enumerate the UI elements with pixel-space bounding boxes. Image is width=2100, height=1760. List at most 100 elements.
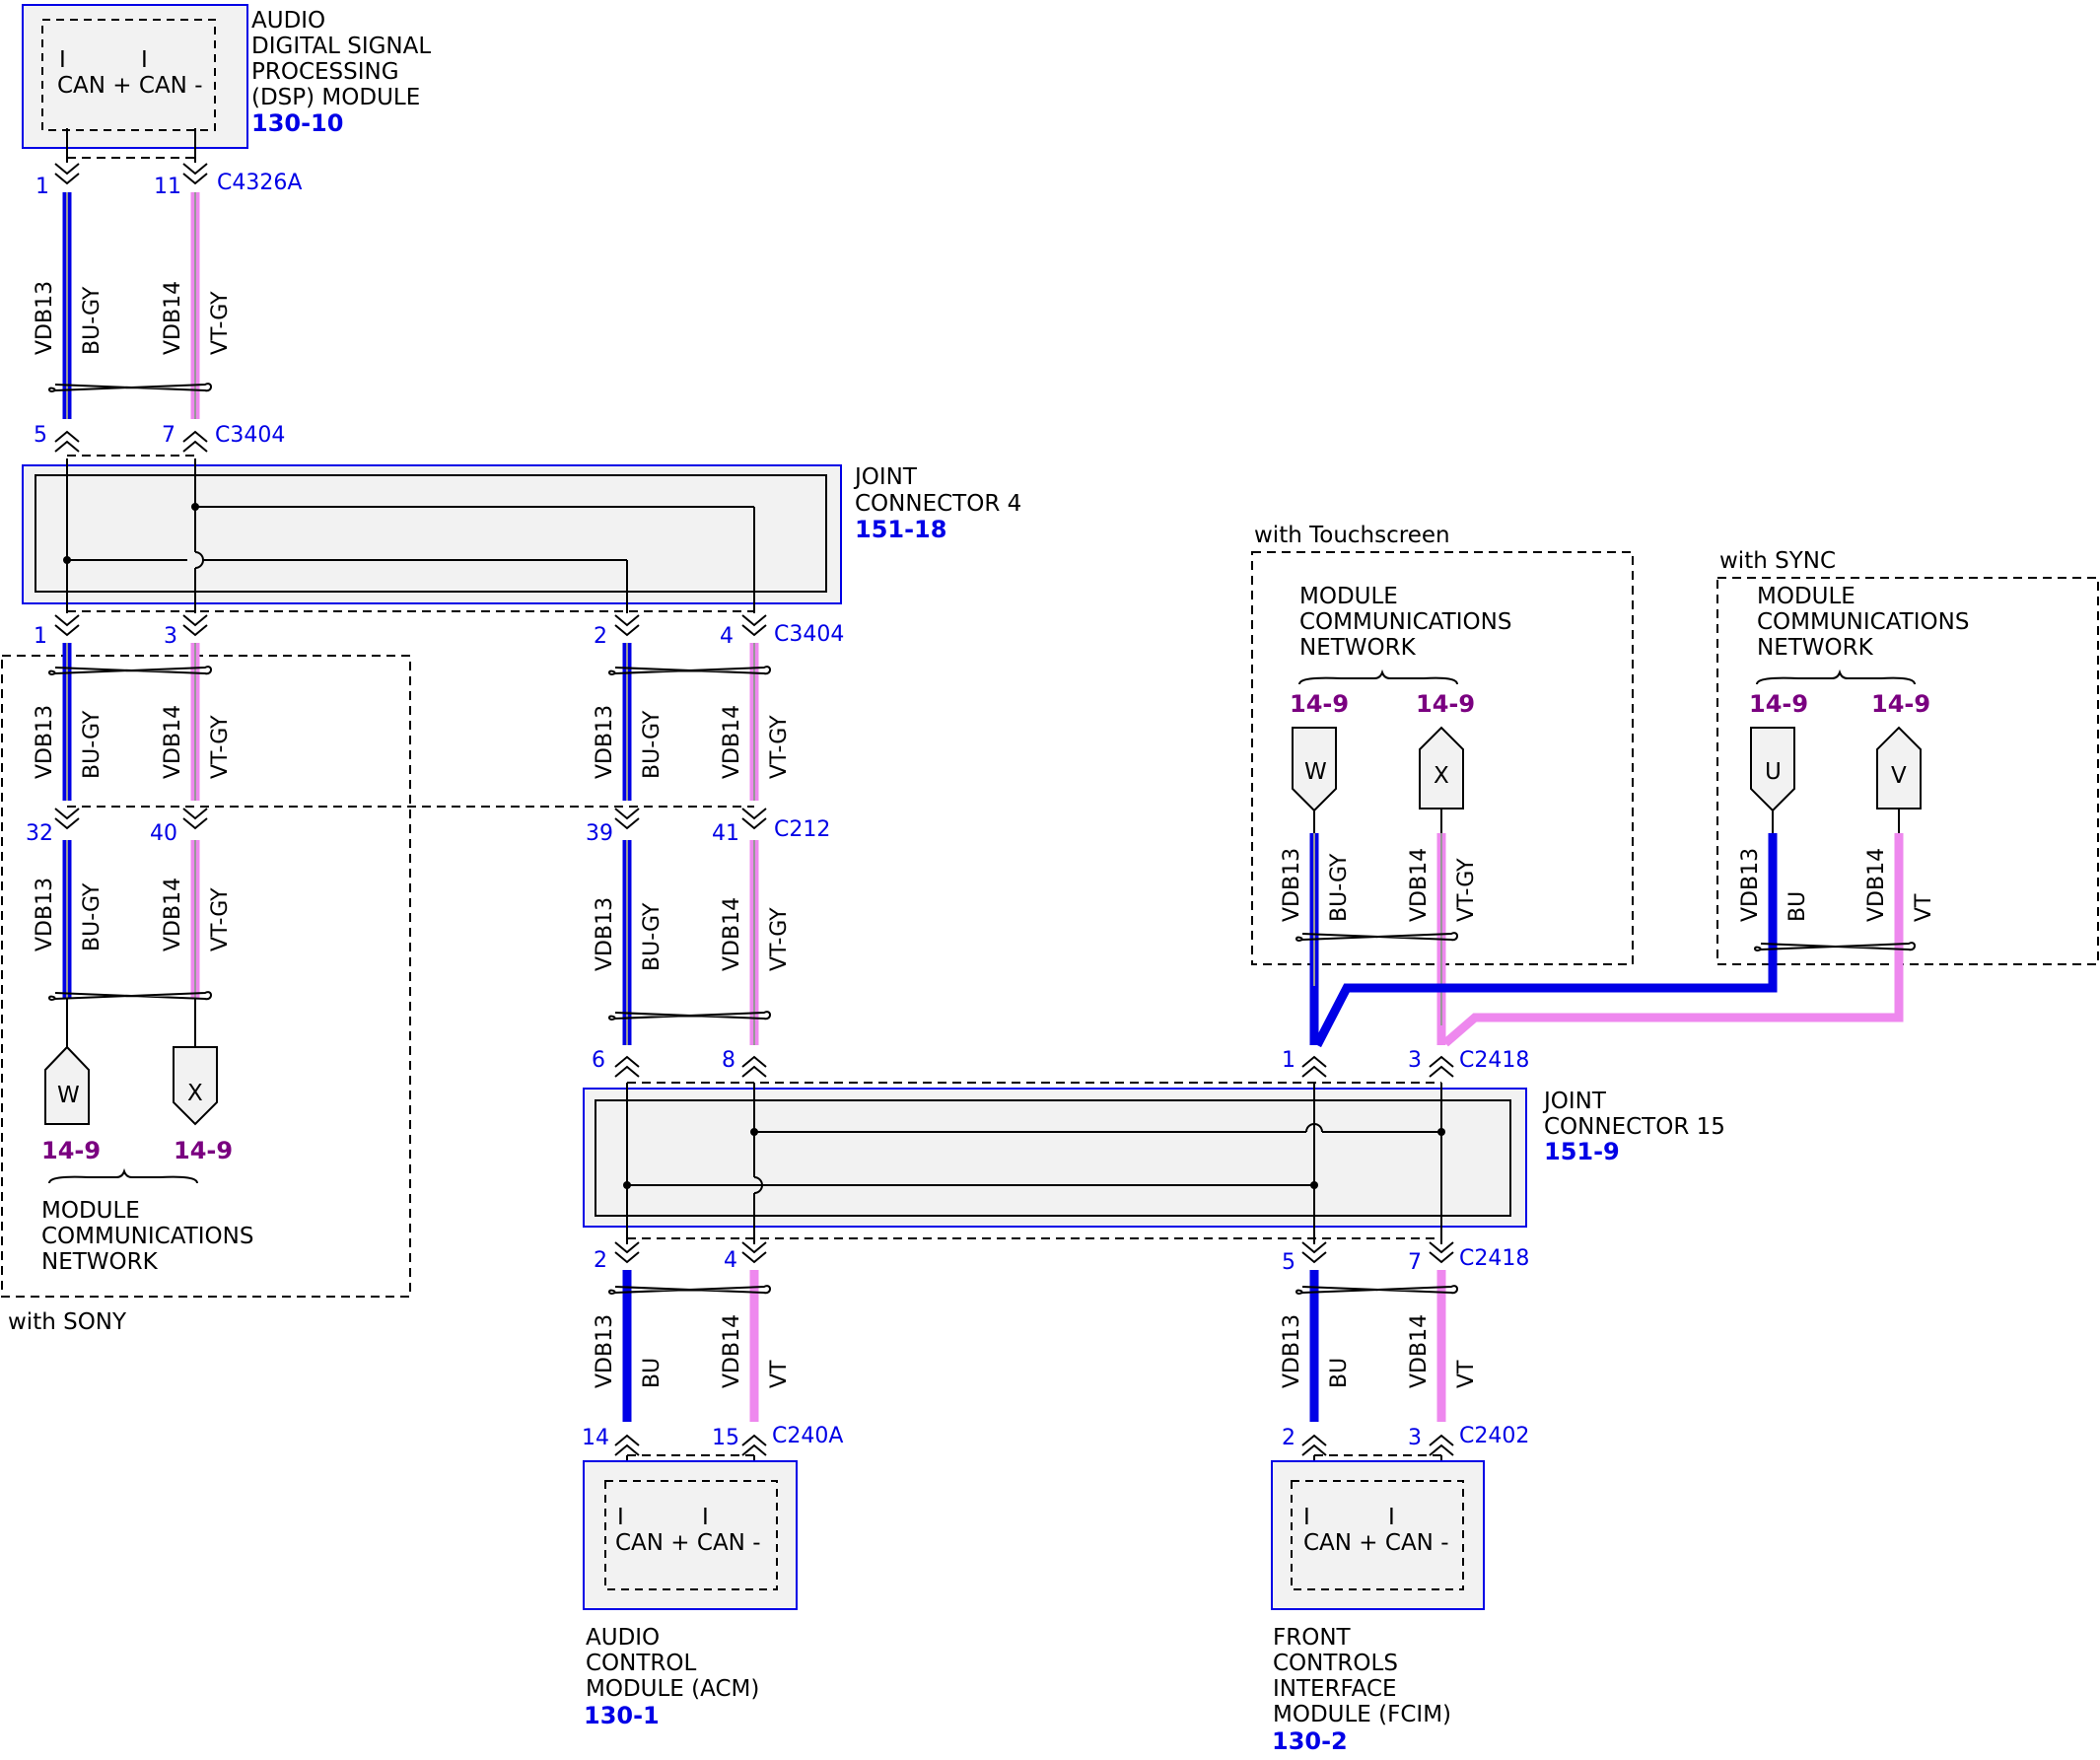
dsp-title-2: DIGITAL SIGNAL xyxy=(251,34,431,59)
fcim-ref: 130-2 xyxy=(1272,1727,1348,1755)
pin-number: 1 xyxy=(1282,1048,1295,1073)
twisted-pair-icon xyxy=(48,991,212,1001)
wire-vdb14-sync xyxy=(1442,833,1904,1047)
page-ref[interactable]: 14-9 xyxy=(174,1137,233,1164)
page-ref[interactable]: 14-9 xyxy=(1416,690,1475,718)
fcim-title-3: INTERFACE xyxy=(1273,1676,1397,1702)
continuation-u-icon xyxy=(1750,727,1795,812)
pin-number: 4 xyxy=(720,624,734,649)
option-touchscreen: with Touchscreen xyxy=(1254,523,1450,548)
wire-color-label: VT-GY xyxy=(767,715,792,779)
connector-c212: C212 xyxy=(774,817,830,842)
pin-number: 1 xyxy=(34,624,47,649)
pin-arrow xyxy=(741,1434,767,1456)
wire-color-label: VT xyxy=(1912,893,1936,922)
wire-color-label: VT xyxy=(767,1360,792,1388)
dsp-title-1: AUDIO xyxy=(251,8,325,34)
pin-number: 2 xyxy=(1282,1426,1295,1450)
pin-number: 5 xyxy=(34,423,47,448)
pin-arrow xyxy=(182,430,208,453)
pin-number: 11 xyxy=(154,175,181,199)
acm-ref: 130-1 xyxy=(584,1702,660,1729)
pin-number: 2 xyxy=(594,624,607,649)
pin-arrow xyxy=(614,808,640,830)
wire-color-label: BU xyxy=(640,1358,665,1388)
pin-arrow xyxy=(54,614,80,637)
pin-arrow xyxy=(741,614,767,637)
network-title-1: MODULE xyxy=(41,1198,140,1224)
circuit-label: VDB14 xyxy=(161,878,185,951)
page-ref[interactable]: 14-9 xyxy=(41,1137,101,1164)
circuit-label: VDB14 xyxy=(720,705,744,779)
pin-number: 3 xyxy=(1408,1048,1422,1073)
fcim-pin-i2: I xyxy=(1388,1505,1395,1530)
pin-arrow xyxy=(182,614,208,637)
circuit-label: VDB14 xyxy=(720,897,744,971)
wire-color-label: VT-GY xyxy=(208,887,233,951)
network-title-1: MODULE xyxy=(1299,584,1398,609)
continuation-letter: V xyxy=(1891,763,1907,789)
joint-connector-4[interactable] xyxy=(22,458,842,613)
circuit-label: VDB14 xyxy=(161,281,185,355)
jc15-title-1: JOINT xyxy=(1542,1089,1607,1114)
pin-number: 6 xyxy=(592,1048,605,1073)
pin-arrow xyxy=(1301,1055,1327,1078)
circuit-label: VDB13 xyxy=(593,1314,617,1388)
pin-arrow xyxy=(741,1241,767,1264)
acm-pin-i2: I xyxy=(702,1505,709,1530)
connector-c240a: C240A xyxy=(772,1424,843,1448)
fcim-module[interactable]: I I CAN + CAN - xyxy=(1271,1460,1485,1610)
circuit-label: VDB13 xyxy=(1280,848,1304,922)
pin-number: 32 xyxy=(26,821,53,846)
twisted-pair-icon xyxy=(608,1011,771,1021)
pin-number: 39 xyxy=(586,821,613,846)
pin-arrow xyxy=(614,614,640,637)
twisted-pair-icon xyxy=(1295,932,1458,942)
dsp-module[interactable]: I I CAN + CAN - xyxy=(22,4,248,149)
circuit-label: VDB14 xyxy=(1864,848,1889,922)
pin-number: 7 xyxy=(162,423,175,448)
option-sync: with SYNC xyxy=(1719,548,1836,574)
pin-arrow xyxy=(182,163,208,185)
option-sony: with SONY xyxy=(8,1309,127,1335)
pin-number: 8 xyxy=(722,1048,735,1073)
connector-c4326a: C4326A xyxy=(217,171,302,195)
network-title-3: NETWORK xyxy=(41,1249,159,1275)
connector-c2418: C2418 xyxy=(1459,1048,1529,1073)
network-title-3: NETWORK xyxy=(1757,635,1874,661)
circuit-label: VDB13 xyxy=(33,281,57,355)
twisted-pair-icon xyxy=(608,666,771,675)
network-title-2: COMMUNICATIONS xyxy=(1299,609,1511,635)
wire-color-label: BU-GY xyxy=(640,710,665,779)
wire-color-label: VT-GY xyxy=(767,907,792,971)
pin-number: 40 xyxy=(150,821,177,846)
pin-arrow xyxy=(741,1055,767,1078)
wire-color-label: VT-GY xyxy=(208,291,233,355)
continuation-x-icon xyxy=(1419,726,1464,810)
circuit-label: VDB13 xyxy=(1280,1314,1304,1388)
network-title-2: COMMUNICATIONS xyxy=(41,1224,253,1249)
pin-arrow xyxy=(614,1241,640,1264)
circuit-label: VDB14 xyxy=(720,1314,744,1388)
continuation-letter: U xyxy=(1765,759,1782,785)
dsp-title-4: (DSP) MODULE xyxy=(251,85,420,110)
network-title-1: MODULE xyxy=(1757,584,1855,609)
twisted-pair-icon xyxy=(1295,1285,1458,1295)
joint-connector-15[interactable] xyxy=(583,1083,1527,1244)
pin-arrow xyxy=(1301,1434,1327,1456)
fcim-pin-i1: I xyxy=(1303,1505,1310,1530)
page-ref[interactable]: 14-9 xyxy=(1290,690,1349,718)
continuation-x-icon xyxy=(173,1046,218,1126)
network-title-2: COMMUNICATIONS xyxy=(1757,609,1969,635)
twisted-pair-icon xyxy=(1754,942,1916,951)
wire-color-label: VT xyxy=(1454,1360,1479,1388)
jc4-title-2: CONNECTOR 4 xyxy=(855,491,1021,517)
circuit-label: VDB13 xyxy=(1738,848,1763,922)
page-ref[interactable]: 14-9 xyxy=(1749,690,1808,718)
pin-number: 14 xyxy=(582,1426,609,1450)
page-ref[interactable]: 14-9 xyxy=(1871,690,1930,718)
connector-c3404-bottom: C3404 xyxy=(774,622,844,647)
dsp-ref: 130-10 xyxy=(251,109,343,137)
acm-module[interactable]: I I CAN + CAN - xyxy=(583,1460,798,1610)
pin-number: 15 xyxy=(712,1426,739,1450)
